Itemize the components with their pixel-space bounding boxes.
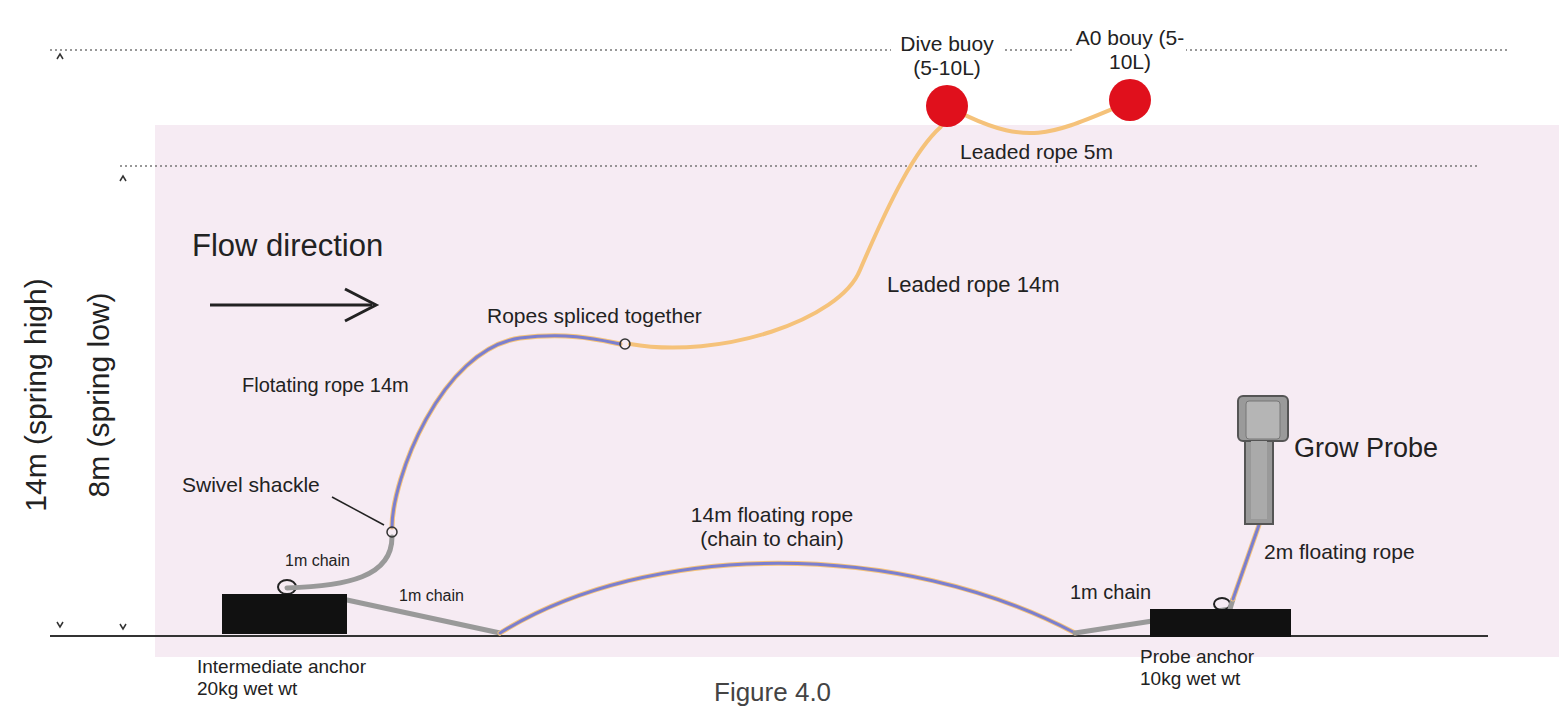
spring-low-level	[120, 165, 1480, 167]
floating-rope-edge	[500, 563, 1075, 633]
buoy-shape	[1108, 78, 1152, 122]
floating-rope-edge	[392, 336, 620, 527]
dimension-caret	[120, 176, 126, 181]
rope-label: 14m floating rope (chain to chain)	[660, 503, 884, 551]
grow-probe: Grow Probe	[1236, 395, 1292, 525]
figure-caption: Figure 4.0	[712, 678, 833, 708]
leaded-rope	[967, 110, 1111, 133]
rope-label: Flotating rope 14m	[240, 374, 411, 397]
chain-label: 1m chain	[283, 552, 352, 570]
node-label: Dive buoy (5-10L)	[891, 32, 1003, 80]
rope-label: Leaded rope 5m	[958, 140, 1115, 164]
ao-buoy: A0 bouy (5-10L)	[1108, 78, 1152, 122]
dimension-caret	[120, 624, 126, 629]
flow-arrow	[210, 304, 372, 307]
dimension-label: 8m (spring low)	[82, 290, 117, 499]
dimension-label: 14m (spring high)	[19, 276, 54, 513]
probe-body-inner	[1251, 441, 1267, 519]
rope-connector	[278, 127, 941, 594]
water-region	[155, 125, 1559, 657]
buoy-circle	[926, 85, 968, 127]
dimension-caret	[57, 622, 63, 627]
dive-buoy: Dive buoy (5-10L)	[925, 84, 969, 128]
buoy-shape	[925, 84, 969, 128]
chain-label: 1m chain	[397, 587, 466, 605]
splice-mark	[620, 339, 630, 349]
spring-high-level	[50, 49, 1510, 51]
flow-arrowhead	[345, 289, 376, 321]
leader-line	[332, 497, 384, 525]
node-label: Probe anchor 10kg wet wt	[1140, 646, 1285, 690]
probe-shape	[1236, 395, 1292, 525]
floating-rope	[500, 563, 1075, 633]
probe-body	[1245, 441, 1273, 524]
flow-label: Flow direction	[190, 228, 385, 264]
part-label: Swivel shackle	[180, 473, 322, 497]
floating-rope	[1233, 525, 1259, 599]
probe-head	[1238, 396, 1288, 441]
node-label: A0 bouy (5-10L)	[1074, 26, 1186, 74]
node-label: Grow Probe	[1294, 433, 1438, 464]
probe-anchor: Probe anchor 10kg wet wt	[1150, 609, 1291, 637]
dimension-caret	[57, 54, 63, 59]
probe-head-inner	[1246, 401, 1280, 439]
node-label: Intermediate anchor 20kg wet wt	[197, 656, 392, 700]
rope-connector	[347, 563, 1230, 633]
floating-rope-edge	[1233, 525, 1259, 599]
rope-connector	[1230, 525, 1259, 609]
rope-label: Leaded rope 14m	[885, 272, 1061, 297]
intermediate-anchor: Intermediate anchor 20kg wet wt	[222, 594, 347, 634]
splice-label: Ropes spliced together	[485, 304, 704, 328]
swivel-shackle	[387, 527, 397, 537]
rope-connector	[967, 110, 1111, 133]
chain-label: 1m chain	[1068, 581, 1153, 604]
buoy-circle	[1109, 79, 1151, 121]
rope-label: 2m floating rope	[1262, 540, 1417, 564]
floating-rope	[392, 336, 620, 527]
